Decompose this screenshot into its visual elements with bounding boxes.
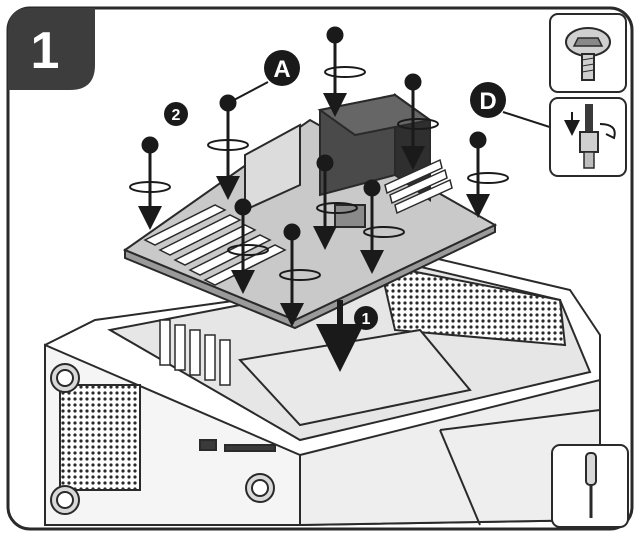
screw-head	[283, 223, 301, 241]
install-standoff-icon	[549, 97, 627, 177]
front-io-port	[199, 439, 217, 451]
screws-and-arrows	[138, 26, 490, 372]
rotation-indicators	[129, 66, 509, 281]
screw-head	[404, 73, 422, 91]
callout-a: A	[233, 50, 300, 101]
ram-slots	[384, 158, 453, 215]
rear-mesh-panel	[378, 263, 567, 347]
standoff-screw-icon	[549, 13, 627, 93]
pci-slot-brackets	[159, 319, 231, 386]
screw-head	[316, 154, 334, 172]
screw-head	[363, 179, 381, 197]
callout-two: 2	[164, 102, 188, 126]
step-number: 1	[31, 22, 60, 80]
rear-io-block	[244, 123, 301, 212]
chipset	[334, 204, 366, 228]
screw-head	[469, 131, 487, 149]
screwdriver-icon	[551, 444, 629, 528]
callout-one-label: 1	[362, 311, 371, 328]
screw-head	[219, 94, 237, 112]
step-badge: 1	[8, 8, 95, 90]
motherboard	[122, 93, 498, 330]
callout-d-label: D	[479, 88, 496, 115]
callout-one: 1	[354, 306, 378, 330]
screw-head	[141, 136, 159, 154]
front-fan-grill	[59, 384, 141, 491]
callout-a-label: A	[273, 56, 290, 83]
board-pcie-slots	[143, 204, 287, 286]
screw-head	[326, 26, 344, 44]
callout-two-label: 2	[172, 107, 181, 124]
screw-head	[234, 198, 252, 216]
